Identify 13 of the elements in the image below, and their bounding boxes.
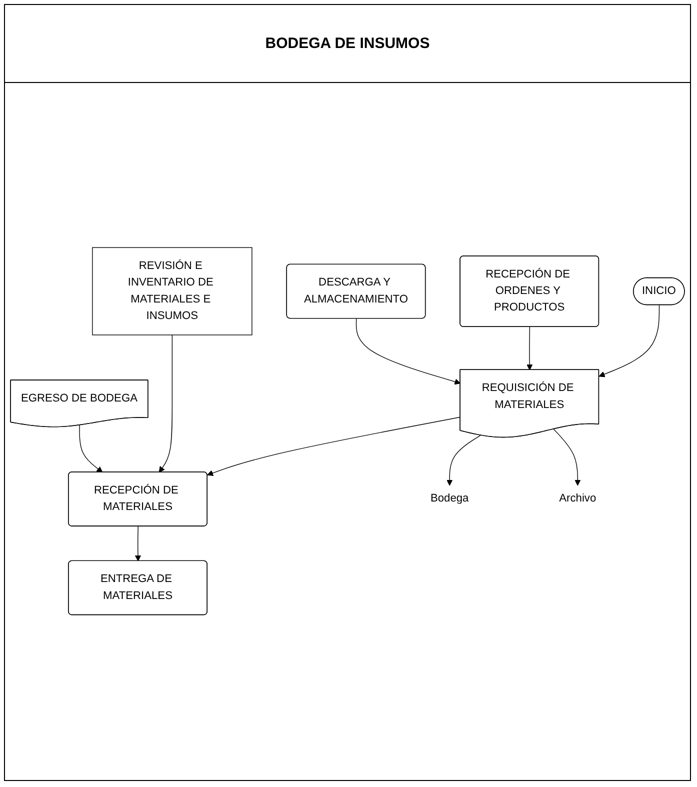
arrow xyxy=(553,429,581,486)
arrow xyxy=(526,326,533,371)
arrow xyxy=(598,305,660,378)
arrow xyxy=(356,318,461,385)
node-text: Bodega xyxy=(430,493,469,505)
node-box: REVISIÓN E INVENTARIO DE MATERIALES E INSUMOS xyxy=(92,248,252,336)
arrow xyxy=(79,425,103,473)
node-text: Archivo xyxy=(559,493,596,505)
arrow xyxy=(158,334,173,473)
arrow xyxy=(446,435,481,486)
arrow xyxy=(207,417,461,476)
arrow xyxy=(134,526,142,562)
diagram-title: BODEGA DE INSUMOS xyxy=(5,5,690,83)
